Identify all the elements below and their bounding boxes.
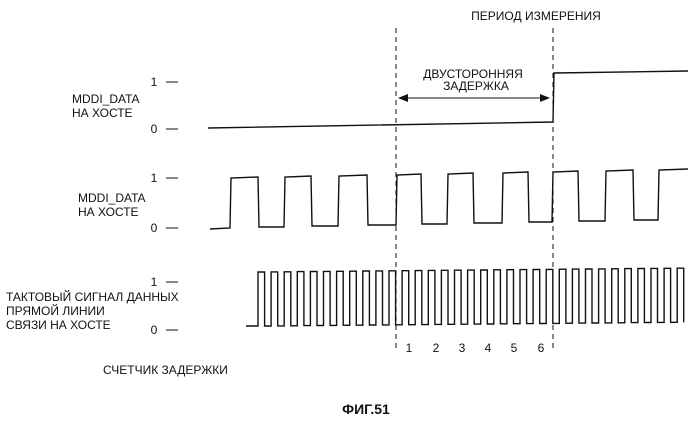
signal-1-step: MDDI_DATA НА ХОСТЕ 1 0	[72, 71, 688, 136]
signal-2-level-low: 0	[151, 221, 158, 235]
signal-1-level-low: 0	[151, 122, 158, 136]
signal-3-label-line-2: ПРЯМОЙ ЛИНИИ	[6, 303, 105, 318]
signal-2-level-high: 1	[151, 171, 158, 185]
round-trip-delay-arrowhead-right	[540, 94, 550, 102]
delay-counter-tick-3: 3	[459, 341, 466, 355]
delay-counter-ticks: 1 2 3 4 5 6	[406, 341, 545, 355]
signal-1-label-line-1: MDDI_DATA	[72, 92, 140, 106]
signal-3-clock: ТАКТОВЫЙ СИГНАЛ ДАННЫХ ПРЯМОЙ ЛИНИИ СВЯЗ…	[6, 268, 684, 337]
measurement-period-label: ПЕРИОД ИЗМЕРЕНИЯ	[471, 9, 601, 23]
signal-1-level-high: 1	[151, 75, 158, 89]
signal-2-label-line-1: MDDI_DATA	[78, 191, 146, 205]
signal-3-level-low: 0	[151, 323, 158, 337]
figure-caption: ФИГ.51	[342, 401, 390, 417]
signal-2-waveform	[210, 169, 688, 229]
delay-counter-tick-1: 1	[406, 341, 413, 355]
signal-2-label-line-2: НА ХОСТЕ	[78, 205, 139, 219]
signal-1-label-line-2: НА ХОСТЕ	[72, 106, 133, 120]
signal-3-label-line-1: ТАКТОВЫЙ СИГНАЛ ДАННЫХ	[6, 289, 179, 304]
signal-3-level-high: 1	[151, 275, 158, 289]
delay-counter-tick-5: 5	[511, 341, 518, 355]
delay-counter-tick-4: 4	[485, 341, 492, 355]
delay-counter-tick-6: 6	[538, 341, 545, 355]
signal-3-waveform	[246, 268, 684, 326]
round-trip-delay-label-line-2: ЗАДЕРЖКА	[443, 79, 509, 93]
signal-2-pulses: MDDI_DATA НА ХОСТЕ 1 0	[78, 169, 688, 235]
delay-counter-label: СЧЕТЧИК ЗАДЕРЖКИ	[103, 363, 228, 377]
delay-counter-tick-2: 2	[433, 341, 440, 355]
signal-3-label-line-3: СВЯЗИ НА ХОСТЕ	[6, 318, 111, 332]
round-trip-delay-arrowhead-left	[398, 94, 408, 102]
